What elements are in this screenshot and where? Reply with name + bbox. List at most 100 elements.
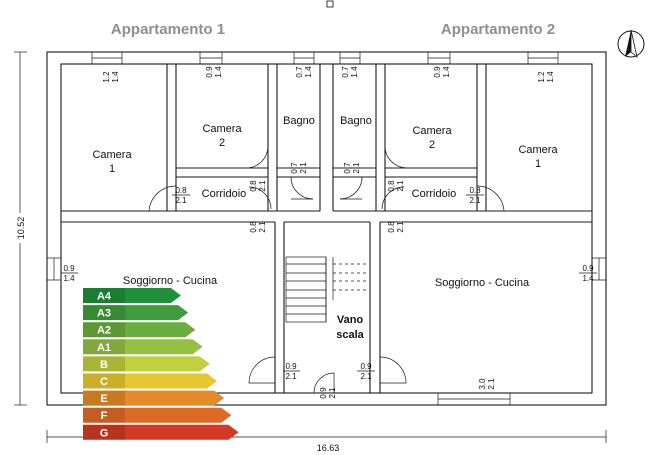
north-arrow-icon	[617, 29, 645, 59]
label-soggiorno-left: Soggiorno - Cucina	[123, 275, 218, 287]
energy-class-a1-label: A1	[97, 342, 111, 354]
svg-text:1.4: 1.4	[350, 66, 359, 78]
energy-class-g-tab	[83, 424, 125, 440]
svg-text:1.4: 1.4	[304, 66, 313, 78]
svg-text:2.1: 2.1	[258, 221, 267, 233]
svg-text:0.7: 0.7	[290, 162, 299, 174]
label-camera1-left-num: 1	[109, 163, 115, 175]
opening-dimensions: 1.2 1.4 0.9 1.4 0.7 1.4 0.7 1.4 0.9 1.4 …	[61, 66, 597, 399]
svg-text:0.9: 0.9	[360, 362, 372, 371]
svg-text:0.8: 0.8	[387, 180, 396, 192]
energy-class-f-bar	[83, 407, 232, 423]
outer-walls	[46, 51, 607, 406]
svg-text:1.4: 1.4	[63, 274, 75, 283]
svg-text:0.8: 0.8	[249, 221, 258, 233]
room-labels: Camera 1 Camera 2 Bagno Bagno Camera 2 C…	[92, 115, 558, 341]
label-vano: Vano	[337, 314, 364, 326]
energy-class-b-label: B	[100, 359, 108, 371]
energy-class-b-tab	[83, 356, 125, 372]
label-bagno-right: Bagno	[340, 115, 372, 127]
svg-text:2.1: 2.1	[285, 372, 297, 381]
svg-text:0.9: 0.9	[582, 264, 594, 273]
label-camera1-left: Camera	[92, 149, 132, 161]
energy-class-a4-tab	[83, 288, 125, 303]
label-camera2-right: Camera	[412, 125, 452, 137]
svg-text:0.8: 0.8	[175, 186, 187, 195]
energy-class-a3-tab	[83, 305, 125, 321]
label-soggiorno-right: Soggiorno - Cucina	[435, 277, 530, 289]
staircase	[285, 256, 368, 323]
svg-text:1.4: 1.4	[214, 66, 223, 78]
energy-class-e-bar	[83, 390, 225, 406]
energy-class-a2-tab	[83, 322, 125, 338]
energy-class-a4-bar	[83, 288, 181, 303]
energy-class-c-tab	[83, 373, 125, 389]
svg-text:0.7: 0.7	[341, 66, 350, 78]
svg-text:2.1: 2.1	[175, 196, 187, 205]
door-swings	[148, 145, 505, 394]
svg-text:0.9: 0.9	[63, 264, 75, 273]
svg-text:2.1: 2.1	[396, 221, 405, 233]
energy-class-a1-bar	[83, 339, 203, 355]
svg-text:1.2: 1.2	[102, 71, 111, 83]
label-camera1-right: Camera	[518, 144, 558, 156]
label-scala: scala	[336, 329, 364, 341]
energy-class-c-bar	[83, 373, 217, 389]
svg-text:2.1: 2.1	[487, 378, 496, 390]
top-windows	[91, 51, 559, 65]
energy-class-a3-bar	[83, 305, 189, 321]
energy-class-a4-label: A4	[97, 291, 112, 303]
energy-class-a2-bar	[83, 322, 196, 338]
label-camera2-left-num: 2	[219, 137, 225, 149]
label-camera2-left: Camera	[202, 123, 242, 135]
svg-text:0.8: 0.8	[387, 221, 396, 233]
svg-text:1.2: 1.2	[537, 71, 546, 83]
label-camera2-right-num: 2	[429, 139, 435, 151]
energy-class-g-bar	[83, 424, 239, 440]
svg-text:2.1: 2.1	[352, 162, 361, 174]
svg-text:1.4: 1.4	[111, 71, 120, 83]
svg-text:1.4: 1.4	[442, 66, 451, 78]
svg-text:2.1: 2.1	[258, 180, 267, 192]
title-appartamento-1: Appartamento 1	[111, 21, 225, 38]
energy-class-e-label: E	[100, 393, 107, 405]
svg-text:0.7: 0.7	[295, 66, 304, 78]
svg-text:0.9: 0.9	[285, 362, 297, 371]
svg-text:1.4: 1.4	[582, 274, 594, 283]
energy-class-b-bar	[83, 356, 210, 372]
svg-text:3.0: 3.0	[478, 378, 487, 390]
width-dimension: 16.63	[317, 443, 340, 453]
side-windows	[46, 257, 607, 406]
svg-text:2.1: 2.1	[396, 180, 405, 192]
svg-text:0.9: 0.9	[319, 387, 328, 399]
overall-dimensions: 16.63 10.52	[12, 51, 607, 453]
label-bagno-left: Bagno	[283, 115, 315, 127]
energy-class-g-label: G	[100, 427, 109, 439]
height-dimension: 10.52	[16, 217, 26, 240]
label-camera1-right-num: 1	[535, 158, 541, 170]
energy-class-f-tab	[83, 407, 125, 423]
svg-text:2.1: 2.1	[328, 387, 337, 399]
energy-class-a3-label: A3	[97, 308, 111, 320]
energy-class-a1-tab	[83, 339, 125, 355]
internal-walls	[61, 64, 592, 393]
svg-text:1.4: 1.4	[546, 71, 555, 83]
title-appartamento-2: Appartamento 2	[441, 21, 555, 38]
svg-text:0.8: 0.8	[469, 186, 481, 195]
energy-class-c-label: C	[100, 376, 108, 388]
energy-class-e-tab	[83, 390, 125, 406]
svg-text:0.7: 0.7	[343, 162, 352, 174]
svg-text:2.1: 2.1	[469, 196, 481, 205]
svg-text:0.9: 0.9	[205, 66, 214, 78]
selection-handle[interactable]	[326, 0, 334, 8]
label-corridoio-left: Corridoio	[202, 188, 247, 200]
svg-text:0.9: 0.9	[433, 66, 442, 78]
energy-class-f-label: F	[101, 410, 108, 422]
svg-text:0.8: 0.8	[249, 180, 258, 192]
energy-class-a2-label: A2	[97, 325, 111, 337]
label-corridoio-right: Corridoio	[412, 188, 457, 200]
svg-text:2.1: 2.1	[299, 162, 308, 174]
svg-text:2.1: 2.1	[360, 372, 372, 381]
